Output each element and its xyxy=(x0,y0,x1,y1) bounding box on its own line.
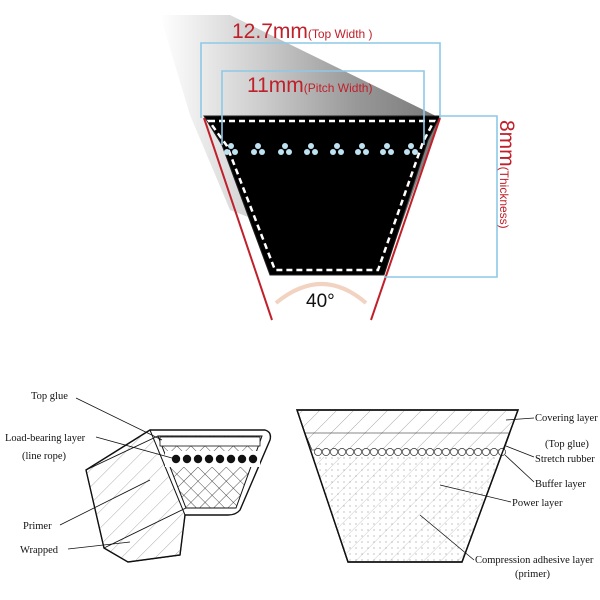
right-leader-lines xyxy=(419,417,535,561)
label-wrapped: Wrapped xyxy=(20,545,59,556)
label-buffer-layer: Buffer layer xyxy=(535,479,586,490)
covering-layer xyxy=(297,410,518,433)
pitch-width-label: 11mm(Pitch Width) xyxy=(247,74,372,97)
angle-label: 40° xyxy=(306,291,335,312)
label-compression-layer: Compression adhesive layer xyxy=(475,555,594,566)
belt-3d-structure xyxy=(85,429,272,563)
thickness-label: 8mm(Thickness) xyxy=(495,120,518,229)
cord-circles-row xyxy=(314,448,506,456)
label-power-layer: Power layer xyxy=(512,498,563,509)
top-glue-band xyxy=(159,436,261,447)
left-leader-lines xyxy=(59,397,173,550)
thickness-bracket xyxy=(384,115,498,278)
label-load-bearing-layer: Load-bearing layer xyxy=(5,433,86,444)
label-primer: Primer xyxy=(23,521,52,532)
dimension-brackets xyxy=(200,42,498,278)
belt-layer-section xyxy=(296,409,520,563)
label-covering-layer: Covering layer xyxy=(535,413,598,424)
angle-line-left xyxy=(203,117,273,321)
vbelt-cross-section-photo xyxy=(160,15,441,321)
label-line-rope: (line rope) xyxy=(22,451,67,462)
rope-cords xyxy=(224,143,418,155)
label-stretch-rubber: Stretch rubber xyxy=(535,454,595,465)
label-top-glue-left: Top glue xyxy=(31,391,68,402)
stretch-rubber-layer xyxy=(304,432,511,451)
line-rope-row xyxy=(165,451,260,467)
top-width-bracket xyxy=(200,42,441,118)
pitch-width-bracket xyxy=(221,70,425,145)
angle-line-right xyxy=(370,117,441,321)
angle-arc xyxy=(274,282,368,305)
compression-layer-hatch xyxy=(313,457,502,562)
belt-dashed-outline xyxy=(206,119,437,272)
top-width-label: 12.7mm(Top Width ) xyxy=(232,20,373,43)
label-top-glue-right: (Top glue) xyxy=(545,439,589,450)
label-primer-right: (primer) xyxy=(515,569,550,580)
